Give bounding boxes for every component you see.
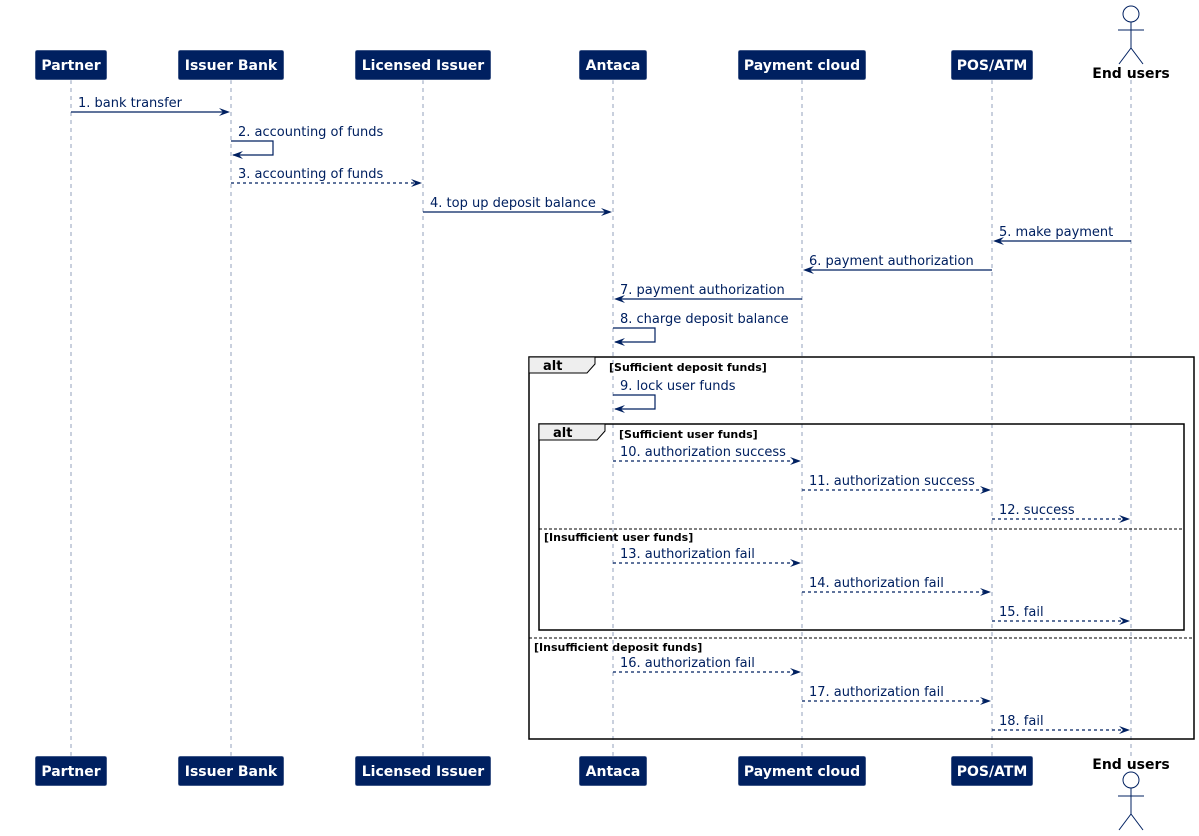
participant-partner-top: Partner [34, 49, 108, 81]
participant-label: Partner [41, 764, 100, 780]
message-4: 4. top up deposit balance [423, 196, 612, 216]
message-label: 10. authorization success [620, 445, 786, 460]
participant-label: POS/ATM [957, 58, 1028, 74]
message-16: 16. authorization fail [613, 656, 801, 676]
message-3: 3. accounting of funds [231, 167, 422, 187]
message-7: 7. payment authorization [614, 283, 802, 303]
message-9: 9. lock user funds [613, 379, 736, 413]
end-users-label-top: End users [1092, 66, 1169, 82]
message-label: 13. authorization fail [620, 547, 755, 562]
participant-label: Antaca [586, 764, 641, 780]
participant-label: Antaca [586, 58, 641, 74]
participant-payment-cloud-bottom: Payment cloud [737, 755, 867, 787]
end-users-actor-icon [1118, 5, 1144, 65]
message-5: 5. make payment [993, 225, 1131, 245]
message-label: 11. authorization success [809, 474, 975, 489]
participant-label: Licensed Issuer [362, 764, 485, 780]
alt-fragment-inner: alt [Sufficient user funds] [Insufficient … [538, 423, 1185, 631]
fragment-guard: [Sufficient deposit funds] [609, 361, 767, 374]
participant-licensed-issuer-bottom: Licensed Issuer [354, 755, 492, 787]
participant-payment-cloud-top: Payment cloud [737, 49, 867, 81]
message-label: 7. payment authorization [620, 283, 785, 298]
fragment-else-guard: [Insufficient user funds] [544, 531, 693, 544]
participant-issuer-bank-bottom: Issuer Bank [177, 755, 285, 787]
message-label: 4. top up deposit balance [430, 196, 596, 211]
message-label: 17. authorization fail [809, 685, 944, 700]
participant-partner-bottom: Partner [34, 755, 108, 787]
fragment-operator: alt [553, 426, 572, 441]
message-18: 18. fail [992, 714, 1130, 734]
message-11: 11. authorization success [802, 474, 991, 494]
message-12: 12. success [992, 503, 1130, 523]
message-10: 10. authorization success [613, 445, 801, 465]
message-label: 18. fail [999, 714, 1044, 729]
participant-antaca-top: Antaca [578, 49, 648, 81]
message-label: 1. bank transfer [78, 96, 183, 111]
participant-label: Partner [41, 58, 100, 74]
message-17: 17. authorization fail [802, 685, 991, 705]
participant-label: Payment cloud [744, 58, 860, 74]
message-label: 8. charge deposit balance [620, 312, 789, 327]
participant-label: POS/ATM [957, 764, 1028, 780]
fragment-operator: alt [543, 359, 562, 374]
participant-licensed-issuer-top: Licensed Issuer [354, 49, 492, 81]
participant-pos-atm-top: POS/ATM [950, 49, 1034, 81]
message-8: 8. charge deposit balance [613, 312, 789, 346]
message-15: 15. fail [992, 605, 1130, 625]
fragment-else-guard: [Insufficient deposit funds] [534, 641, 702, 654]
end-users-actor-icon [1118, 771, 1144, 831]
message-label: 16. authorization fail [620, 656, 755, 671]
message-label: 6. payment authorization [809, 254, 974, 269]
message-label: 14. authorization fail [809, 576, 944, 591]
participant-issuer-bank-top: Issuer Bank [177, 49, 285, 81]
message-label: 15. fail [999, 605, 1044, 620]
message-label: 3. accounting of funds [238, 167, 384, 182]
message-14: 14. authorization fail [802, 576, 991, 596]
participant-pos-atm-bottom: POS/ATM [950, 755, 1034, 787]
alt-fragment-outer: alt [Sufficient deposit funds] [Insufficie… [528, 356, 1195, 740]
message-2: 2. accounting of funds [231, 125, 384, 159]
participant-label: Issuer Bank [185, 764, 278, 780]
message-1: 1. bank transfer [71, 96, 230, 116]
message-label: 2. accounting of funds [238, 125, 384, 140]
participant-label: Payment cloud [744, 764, 860, 780]
participant-label: Issuer Bank [185, 58, 278, 74]
participant-antaca-bottom: Antaca [578, 755, 648, 787]
message-label: 12. success [999, 503, 1075, 518]
message-13: 13. authorization fail [613, 547, 801, 567]
message-label: 9. lock user funds [620, 379, 736, 394]
message-label: 5. make payment [999, 225, 1113, 240]
fragment-guard: [Sufficient user funds] [619, 428, 758, 441]
participant-label: Licensed Issuer [362, 58, 485, 74]
end-users-label-bottom: End users [1092, 757, 1169, 773]
message-6: 6. payment authorization [803, 254, 992, 274]
